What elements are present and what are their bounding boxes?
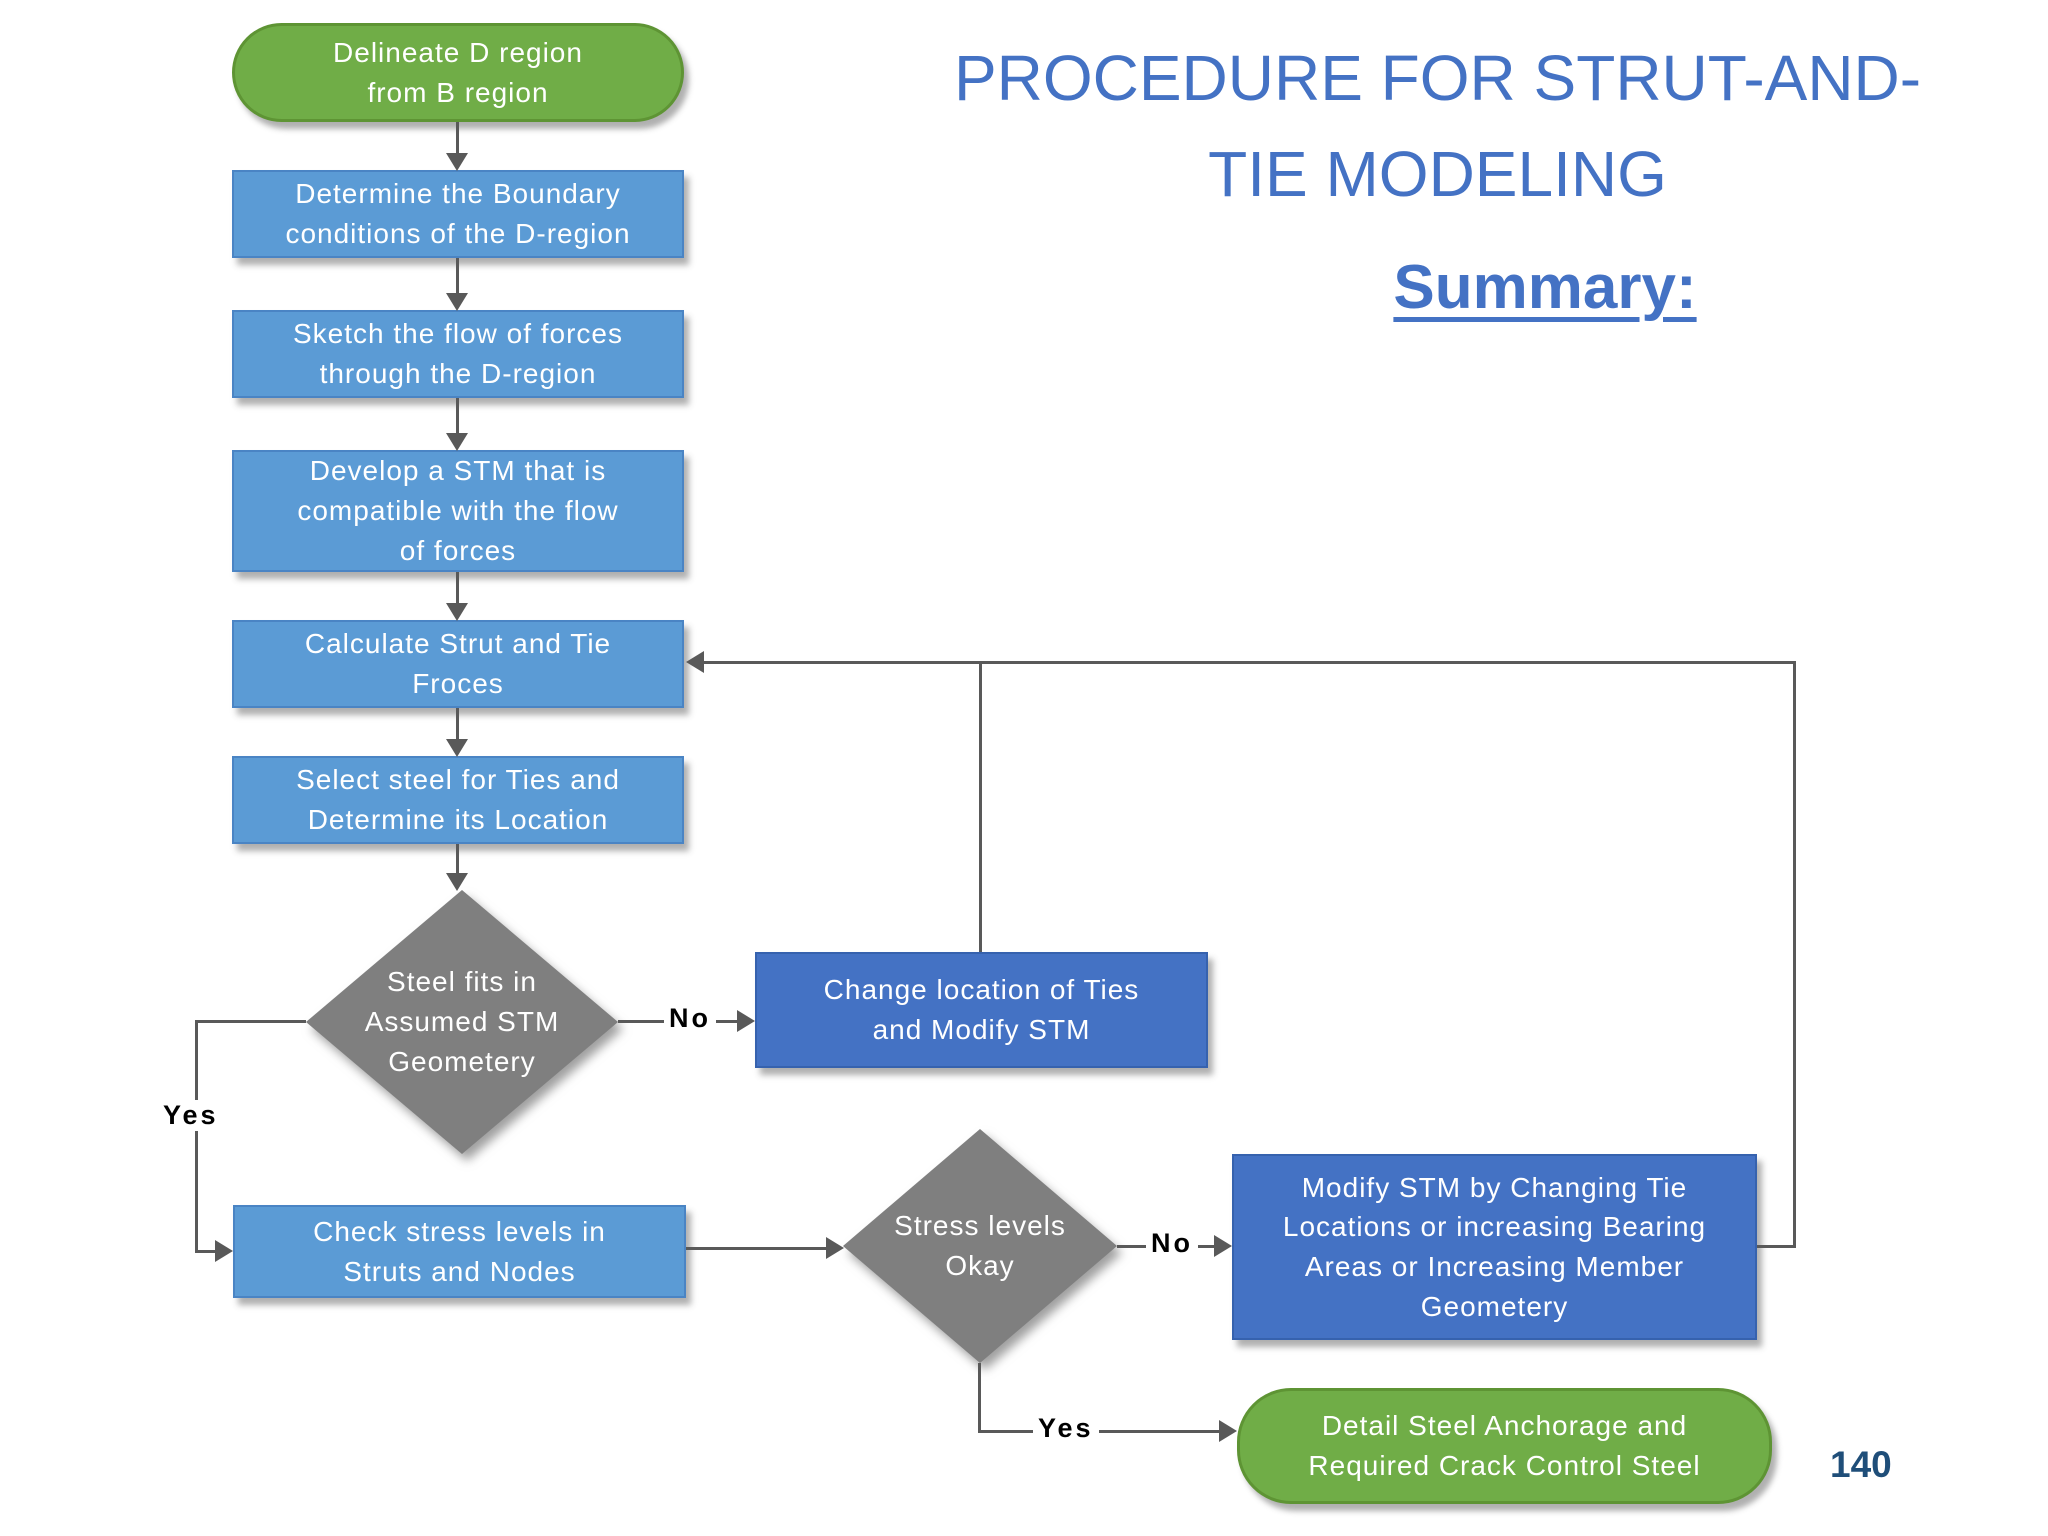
node-select-steel: Select steel for Ties and Determine its … bbox=[232, 756, 684, 844]
connector-yes1-horizontal bbox=[195, 1020, 306, 1023]
node-check-stress: Check stress levels in Struts and Nodes bbox=[233, 1205, 686, 1298]
arrowhead-yes2-into-detail bbox=[1219, 1420, 1237, 1442]
node-modify-stm: Modify STM by Changing Tie Locations or … bbox=[1232, 1154, 1757, 1340]
node-steel-fits-decision: Steel fits in Assumed STM Geometery bbox=[306, 890, 618, 1154]
connector-start-to-determine bbox=[456, 122, 459, 156]
arrowhead-sketch-to-develop bbox=[446, 433, 468, 451]
arrowhead-no2-into-modify bbox=[1214, 1235, 1232, 1257]
connector-develop-to-calculate bbox=[456, 572, 459, 606]
slide-subtitle: Summary: bbox=[1393, 253, 1697, 322]
arrowhead-feedback-into-calculate bbox=[686, 651, 704, 673]
edge-label-steel-fits-no: No bbox=[664, 1003, 716, 1034]
connector-select-to-decision bbox=[456, 844, 459, 876]
page-number: 140 bbox=[1830, 1444, 1892, 1485]
connector-feedback-horizontal bbox=[700, 661, 1796, 664]
node-determine-boundary: Determine the Boundary conditions of the… bbox=[232, 170, 684, 258]
slide-title: PROCEDURE FOR STRUT-AND- TIE MODELING bbox=[880, 30, 1995, 222]
connector-change-to-feedback bbox=[979, 663, 982, 952]
connector-check-to-decision2 bbox=[686, 1247, 830, 1250]
slide-title-line1: PROCEDURE FOR STRUT-AND- bbox=[953, 42, 1922, 114]
connector-sketch-to-develop bbox=[456, 398, 459, 436]
edge-label-stress-ok-no: No bbox=[1146, 1228, 1198, 1259]
connector-calculate-to-select bbox=[456, 708, 459, 742]
node-start-delineate: Delineate D region from B region bbox=[232, 23, 684, 122]
arrowhead-develop-to-calculate bbox=[446, 603, 468, 621]
node-stress-ok-decision: Stress levels Okay bbox=[843, 1129, 1117, 1363]
edge-label-steel-fits-yes: Yes bbox=[158, 1100, 224, 1131]
node-calculate-forces: Calculate Strut and Tie Froces bbox=[232, 620, 684, 708]
arrowhead-select-to-decision bbox=[446, 873, 468, 891]
edge-label-stress-ok-yes: Yes bbox=[1033, 1413, 1099, 1444]
connector-yes1-vertical bbox=[195, 1020, 198, 1252]
arrowhead-start-to-determine bbox=[446, 153, 468, 171]
node-sketch-flow: Sketch the flow of forces through the D-… bbox=[232, 310, 684, 398]
stress-ok-decision-shape: Stress levels Okay bbox=[843, 1129, 1117, 1363]
steel-fits-decision-shape: Steel fits in Assumed STM Geometery bbox=[306, 890, 618, 1154]
arrowhead-yes1-into-check bbox=[215, 1240, 233, 1262]
connector-yes1-into-check bbox=[195, 1250, 217, 1253]
slide-title-line2: TIE MODELING bbox=[1208, 138, 1667, 210]
connector-yes2-vertical bbox=[978, 1363, 981, 1433]
arrowhead-calculate-to-select bbox=[446, 739, 468, 757]
connector-modify-to-feedback bbox=[1757, 1245, 1796, 1248]
node-detail-steel: Detail Steel Anchorage and Required Crac… bbox=[1237, 1388, 1772, 1504]
arrowhead-determine-to-sketch bbox=[446, 293, 468, 311]
connector-yes2-horizontal bbox=[978, 1430, 1222, 1433]
arrowhead-no1-into-change bbox=[737, 1010, 755, 1032]
node-develop-stm: Develop a STM that is compatible with th… bbox=[232, 450, 684, 572]
arrowhead-check-to-decision2 bbox=[826, 1237, 844, 1259]
connector-determine-to-sketch bbox=[456, 258, 459, 296]
connector-feedback-right-vertical bbox=[1793, 661, 1796, 1248]
node-change-ties: Change location of Ties and Modify STM bbox=[755, 952, 1208, 1068]
